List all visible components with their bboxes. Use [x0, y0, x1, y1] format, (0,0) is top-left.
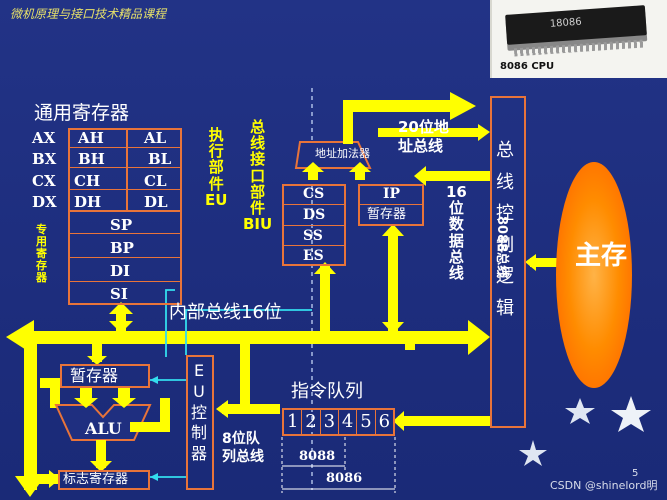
chip-body: 18086: [505, 5, 647, 45]
reg-ss: SS: [303, 228, 323, 244]
queue-cell: 6: [378, 411, 391, 432]
register-divider-h4: [68, 210, 182, 212]
address-adder-label: 地址加法器: [315, 147, 370, 160]
eu-controller-label: E U 控 制 器: [191, 361, 208, 464]
star-1: [565, 398, 595, 424]
queue-8086-label: 8086: [326, 471, 363, 486]
reg-row-dx: DX: [32, 193, 57, 211]
queue-cell: 1: [284, 410, 303, 434]
bus-control-label: 总 线 控 制 逻 辑: [496, 140, 514, 319]
chip-caption: 8086 CPU: [500, 61, 555, 72]
left-vertical-bus: [24, 340, 37, 490]
queue-bus-label: 8位队 列总线: [222, 431, 264, 466]
reg-cs: CS: [303, 186, 325, 202]
main-memory-label: 主存: [575, 241, 628, 271]
queue-cell: 3: [321, 410, 339, 434]
biu-temp-register: 暂存器: [367, 207, 407, 222]
register-divider-h7: [68, 281, 182, 282]
biu-label: 总 线 接 口 部 件 BIU: [243, 118, 273, 234]
bus-8088-label: 8088总线: [494, 216, 509, 279]
queue-title: 指令队列: [291, 381, 363, 402]
reg-row-ax: AX: [32, 129, 56, 147]
alu-label: ALU: [85, 419, 122, 438]
reg-row-bx: BX: [32, 150, 57, 168]
reg-row-cx: CX: [32, 172, 56, 190]
eu-temp-register-label: 暂存器: [70, 366, 119, 385]
seg-divider-1: [282, 204, 346, 205]
reg-es: ES: [303, 248, 324, 264]
star-2: [611, 396, 651, 432]
bus-control-logic: [490, 96, 526, 428]
reg-bl: BL: [148, 150, 172, 168]
seg-divider-2: [282, 225, 346, 226]
chip-photo: 18086 8086 CPU: [490, 0, 667, 78]
queue-8088-label: 8088: [299, 449, 336, 464]
reg-ip: IP: [383, 186, 401, 202]
reg-ch: CH: [74, 172, 101, 190]
reg-di: DI: [110, 262, 131, 280]
course-title: 微机原理与接口技术精品课程: [10, 7, 167, 21]
register-divider-h5: [68, 233, 182, 234]
main-memory-oval: [556, 162, 632, 388]
registers-title: 通用寄存器: [34, 102, 130, 124]
reg-dl: DL: [144, 193, 168, 211]
reg-si: SI: [110, 285, 128, 303]
ip-temp-block: [358, 184, 424, 226]
star-3: [519, 440, 547, 466]
reg-ah: AH: [78, 129, 104, 147]
reg-cl: CL: [144, 172, 167, 190]
internal-bus-bar: [30, 331, 482, 344]
flags-register-label: 标志寄存器: [63, 472, 129, 487]
reg-bp: BP: [110, 239, 134, 257]
flags-register: [58, 470, 150, 490]
chip-marking: 18086: [549, 16, 583, 30]
register-file: [68, 128, 182, 305]
internal-bus-label: 内部总线16位: [169, 302, 282, 323]
register-divider-h1: [68, 147, 182, 148]
ip-divider: [358, 204, 424, 205]
address-adder-shape: [294, 141, 372, 169]
register-divider-h3: [68, 189, 182, 190]
alu-shape: [54, 404, 152, 441]
internal-bus-right-head: [468, 320, 490, 355]
special-register-label: 专 用 寄 存 器: [36, 223, 47, 284]
data-bus-label: 16 位 数 据 总 线: [446, 183, 467, 282]
register-divider-h2: [68, 167, 182, 168]
eu-label: 执 行 部 件 EU: [205, 126, 228, 209]
queue-cell: 4: [339, 410, 358, 434]
page-number: 5: [632, 468, 639, 479]
eu-temp-register: [60, 364, 150, 388]
queue-cell: 5: [357, 410, 376, 434]
eu-controller: [186, 355, 214, 490]
instruction-queue: 1 2 3 4 5 6: [282, 408, 395, 436]
csdn-watermark: CSDN @shinelord明: [550, 479, 658, 492]
reg-dh: DH: [74, 193, 102, 211]
queue-cell: 2: [302, 410, 321, 434]
register-divider-v: [126, 128, 128, 210]
reg-sp: SP: [110, 216, 133, 234]
address-bus-label: 20位地 址总线: [398, 118, 449, 155]
reg-ds: DS: [303, 207, 326, 223]
reg-al: AL: [144, 129, 167, 147]
seg-divider-3: [282, 245, 346, 246]
reg-bh: BH: [78, 150, 105, 168]
register-divider-h6: [68, 257, 182, 258]
